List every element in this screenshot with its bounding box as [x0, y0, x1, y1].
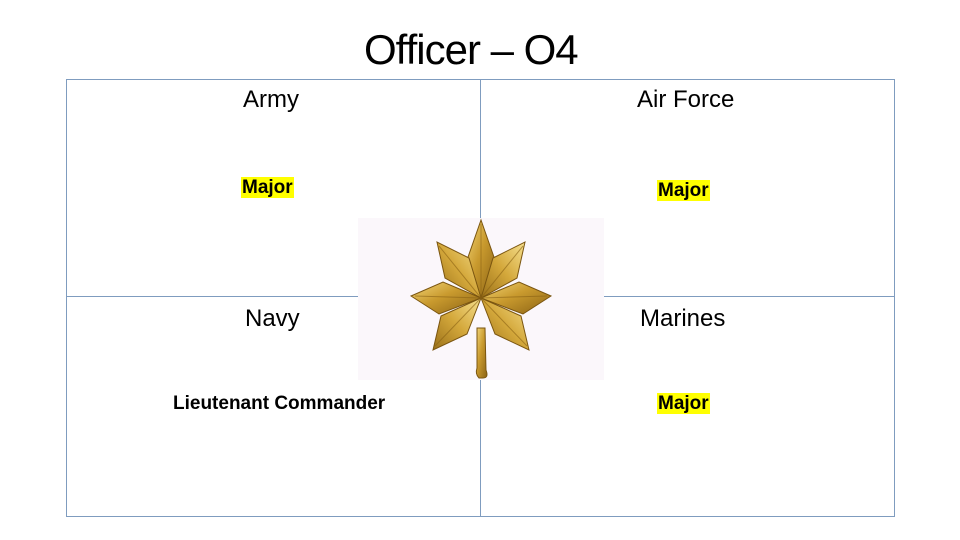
- page-title: Officer – O4: [364, 26, 579, 73]
- army-rank-label: Major: [241, 177, 294, 198]
- navy-quadrant: Navy Lieutenant Commander: [66, 296, 481, 517]
- navy-rank-label: Lieutenant Commander: [173, 393, 386, 414]
- army-branch-label: Army: [243, 86, 299, 113]
- marines-rank-label: Major: [657, 393, 710, 414]
- marines-branch-label: Marines: [640, 305, 726, 332]
- navy-branch-label: Navy: [245, 305, 300, 332]
- gold-oak-leaf-icon: [358, 218, 604, 380]
- airforce-branch-label: Air Force: [637, 86, 735, 113]
- marines-quadrant: Marines Major: [480, 296, 895, 517]
- airforce-rank-label: Major: [657, 180, 710, 201]
